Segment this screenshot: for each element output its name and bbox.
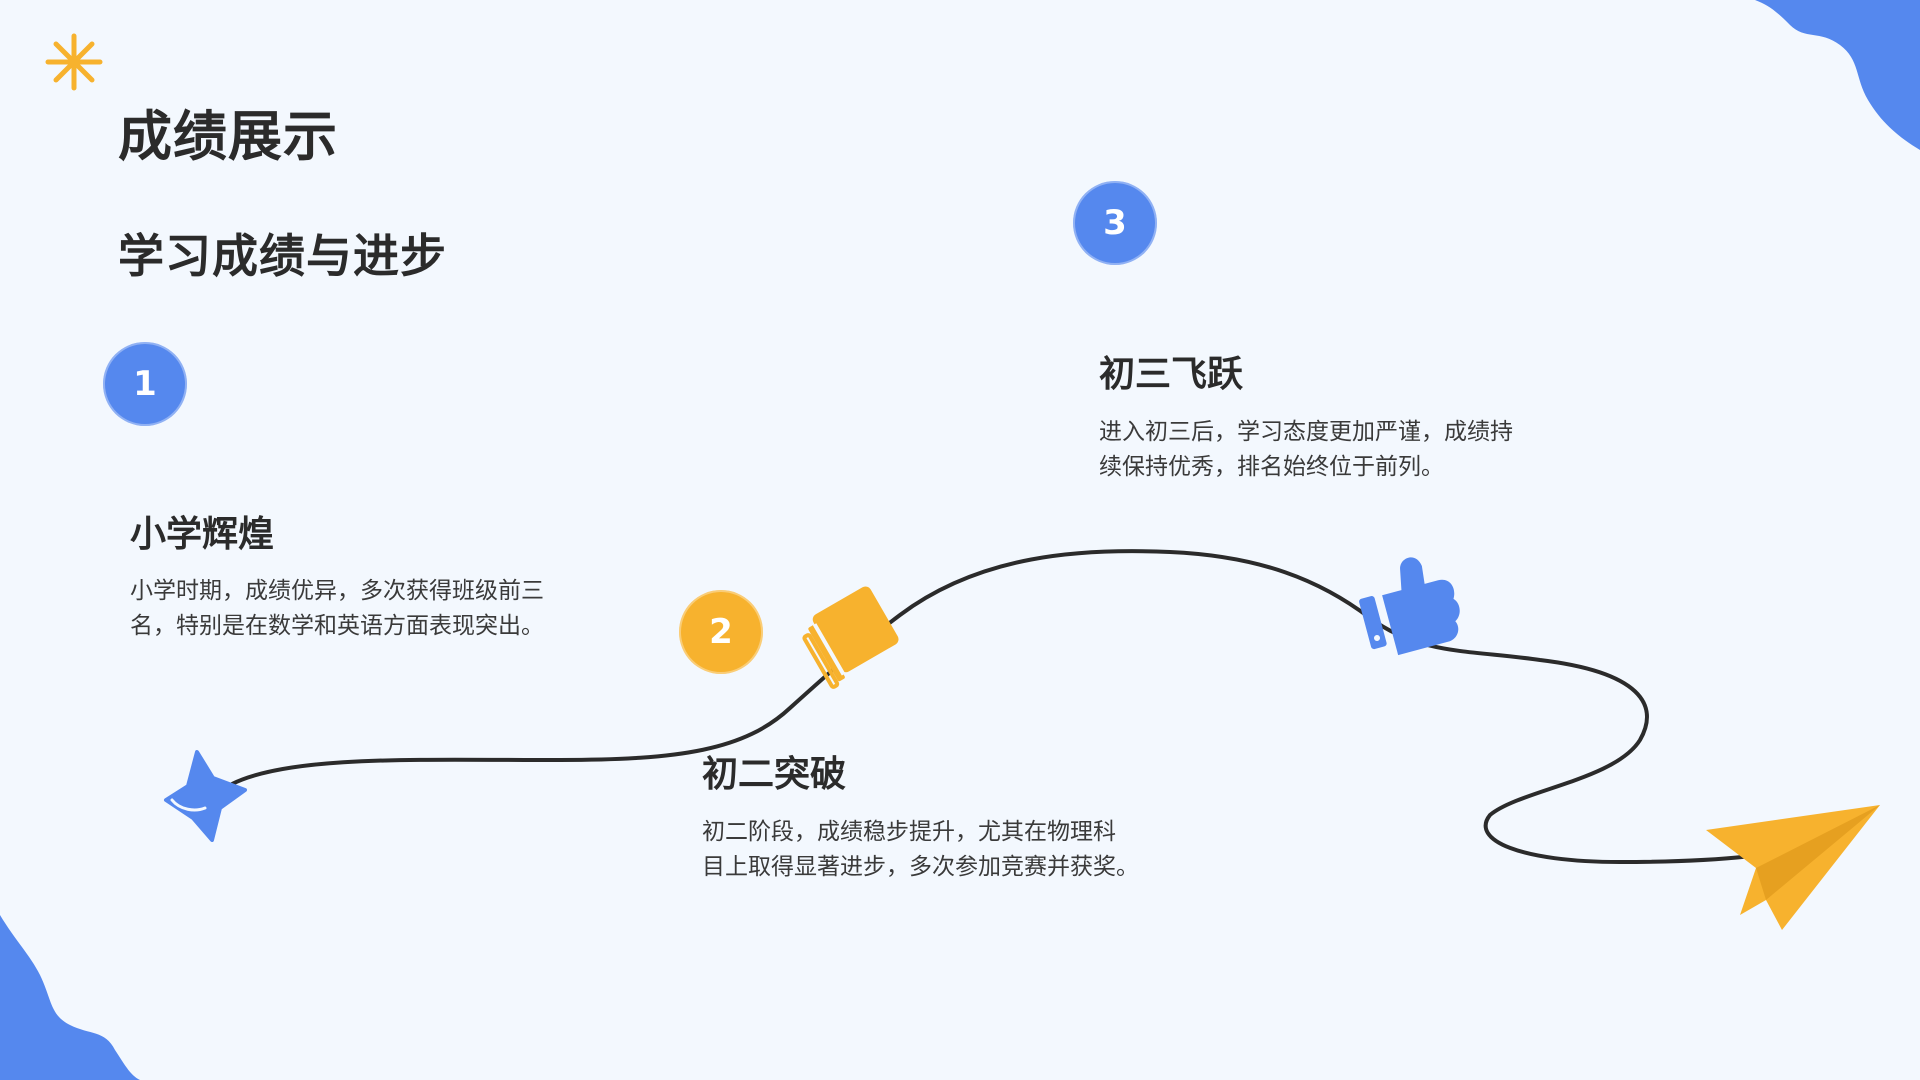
star-icon <box>164 750 247 842</box>
milestone-3-desc-line-1: 进入初三后，学习态度更加严谨，成绩持 <box>1099 419 1513 445</box>
milestone-2-desc-line-1: 初二阶段，成绩稳步提升，尤其在物理科 <box>702 819 1116 845</box>
section-subtitle: 学习成绩与进步 <box>118 229 447 283</box>
corner-blob-bottom-left <box>0 915 140 1080</box>
milestone-3-title: 初三飞跃 <box>1099 354 1244 395</box>
paper-plane-icon <box>1706 805 1880 930</box>
milestone-3-desc-line-2: 续保持优秀，排名始终位于前列。 <box>1099 454 1444 480</box>
milestone-1-badge: 1 <box>103 342 187 426</box>
milestone-1-number: 1 <box>133 364 157 404</box>
milestone-2-badge: 2 <box>679 590 763 674</box>
corner-blob-top-right <box>1755 0 1920 150</box>
milestone-1-description: 小学时期，成绩优异，多次获得班级前三 名，特别是在数学和英语方面表现突出。 <box>130 574 590 644</box>
milestone-1-desc-line-1: 小学时期，成绩优异，多次获得班级前三 <box>130 578 544 604</box>
sparkle-icon <box>45 33 103 91</box>
milestone-3-number: 3 <box>1103 203 1127 243</box>
milestone-3-badge: 3 <box>1073 181 1157 265</box>
milestone-2-title: 初二突破 <box>702 754 847 795</box>
thumbs-up-icon <box>1359 557 1460 656</box>
milestone-2-desc-line-2: 目上取得显著进步，多次参加竞赛并获奖。 <box>702 854 1139 880</box>
timeline-path <box>230 549 1837 865</box>
milestone-3-description: 进入初三后，学习态度更加严谨，成绩持 续保持优秀，排名始终位于前列。 <box>1099 415 1559 485</box>
milestone-1-desc-line-2: 名，特别是在数学和英语方面表现突出。 <box>130 613 544 639</box>
book-icon <box>802 586 899 689</box>
milestone-2-number: 2 <box>709 612 733 652</box>
milestone-1-title: 小学辉煌 <box>130 514 275 555</box>
page-title: 成绩展示 <box>118 105 338 168</box>
milestone-2-description: 初二阶段，成绩稳步提升，尤其在物理科 目上取得显著进步，多次参加竞赛并获奖。 <box>702 815 1172 885</box>
